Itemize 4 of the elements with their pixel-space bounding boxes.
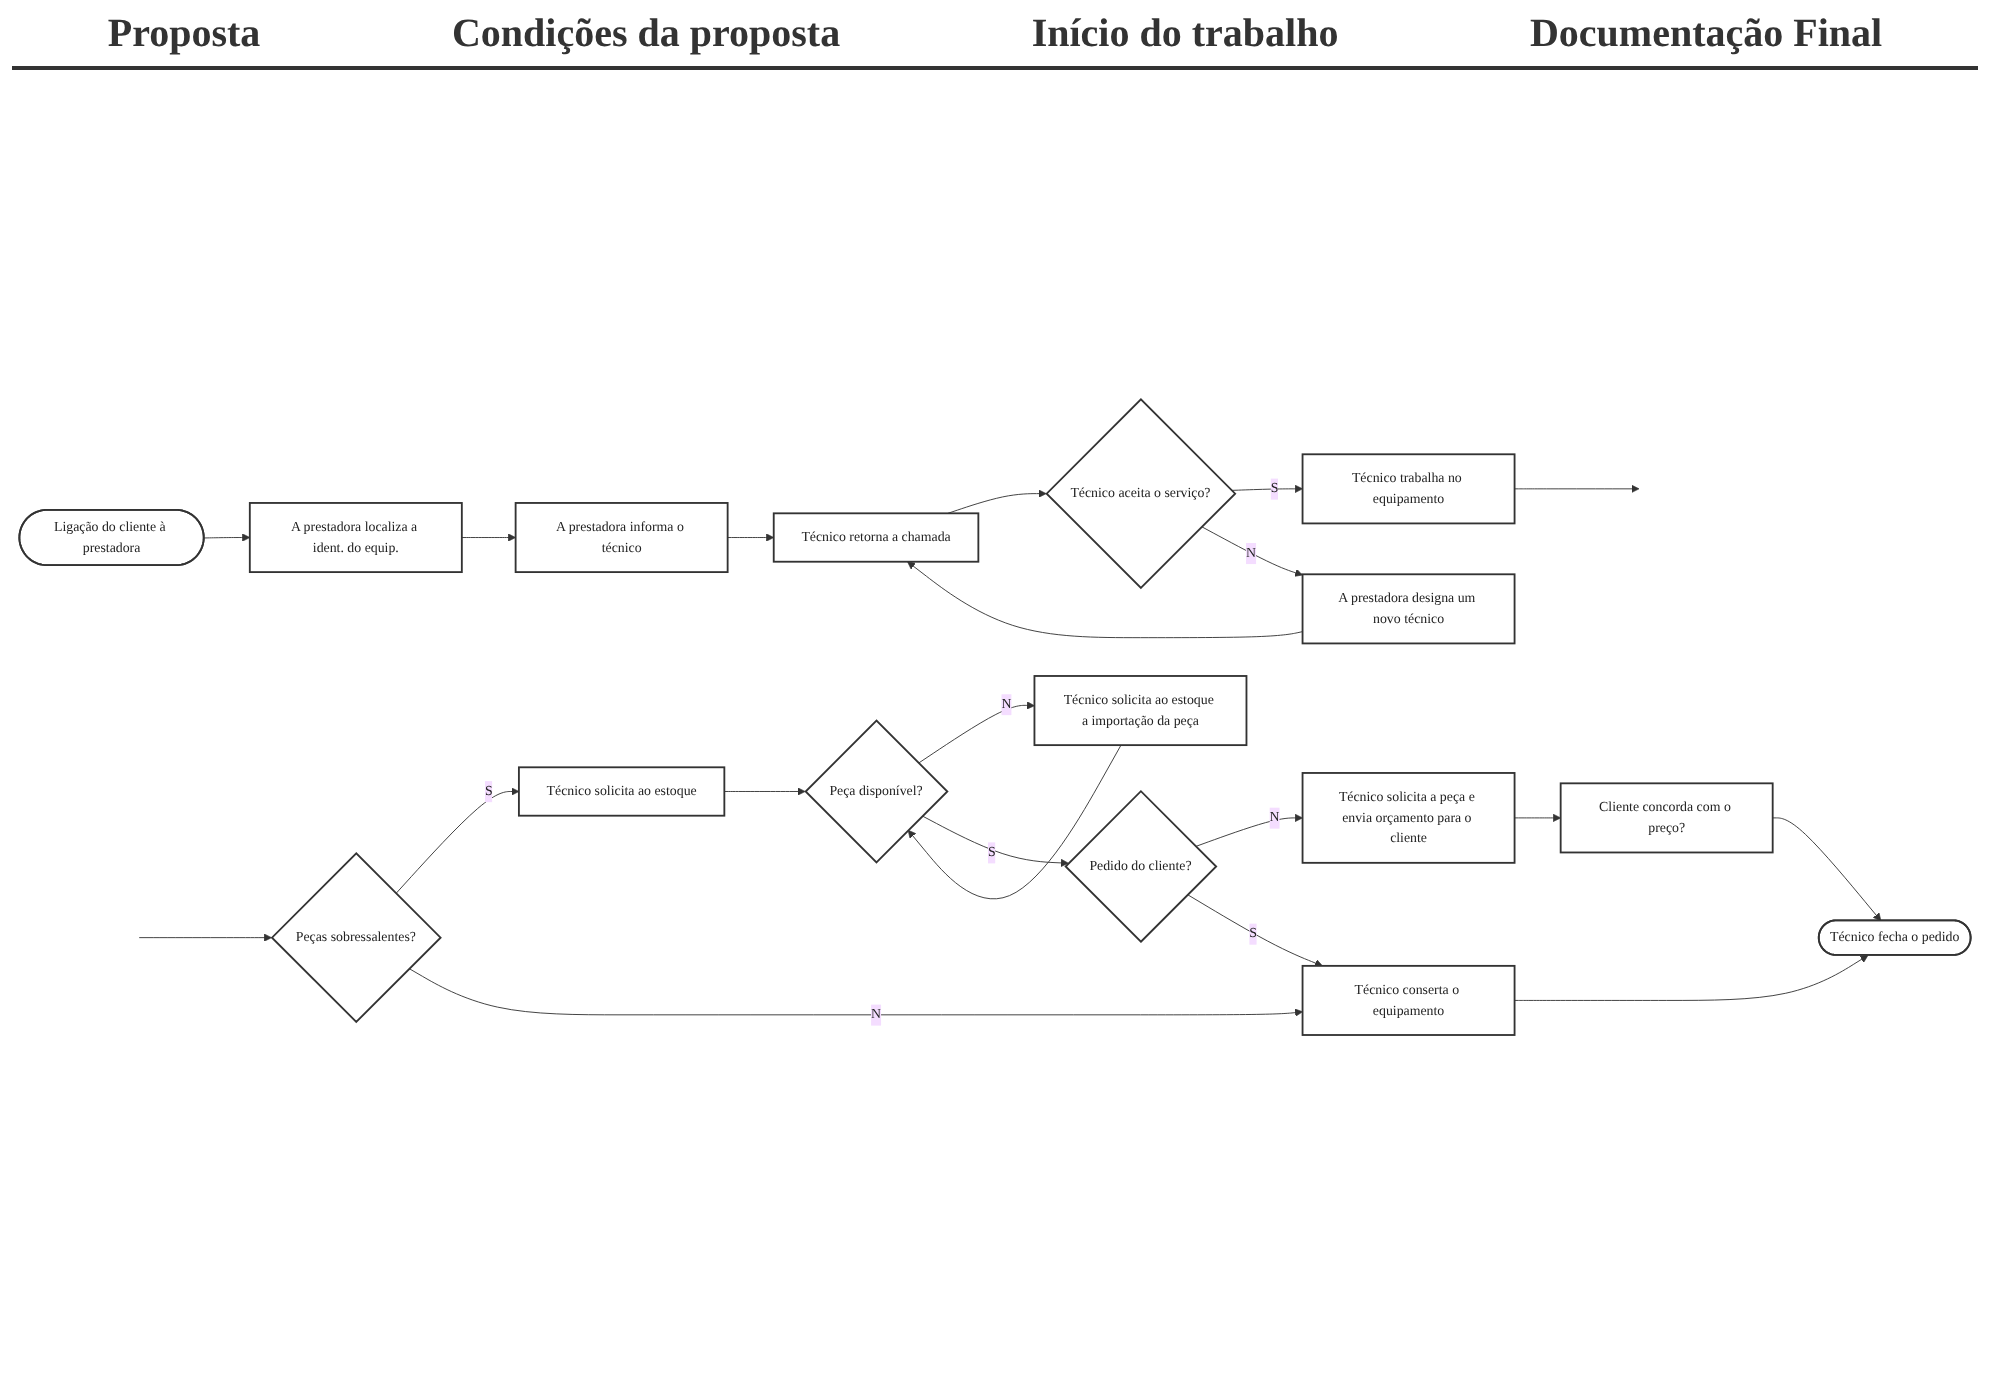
lane-heading: Condições da proposta xyxy=(451,12,841,58)
lane-heading: Documentação Final xyxy=(1529,12,1883,58)
lane-heading: Início do trabalho xyxy=(1031,12,1339,58)
lane-heading: Proposta xyxy=(107,12,261,58)
